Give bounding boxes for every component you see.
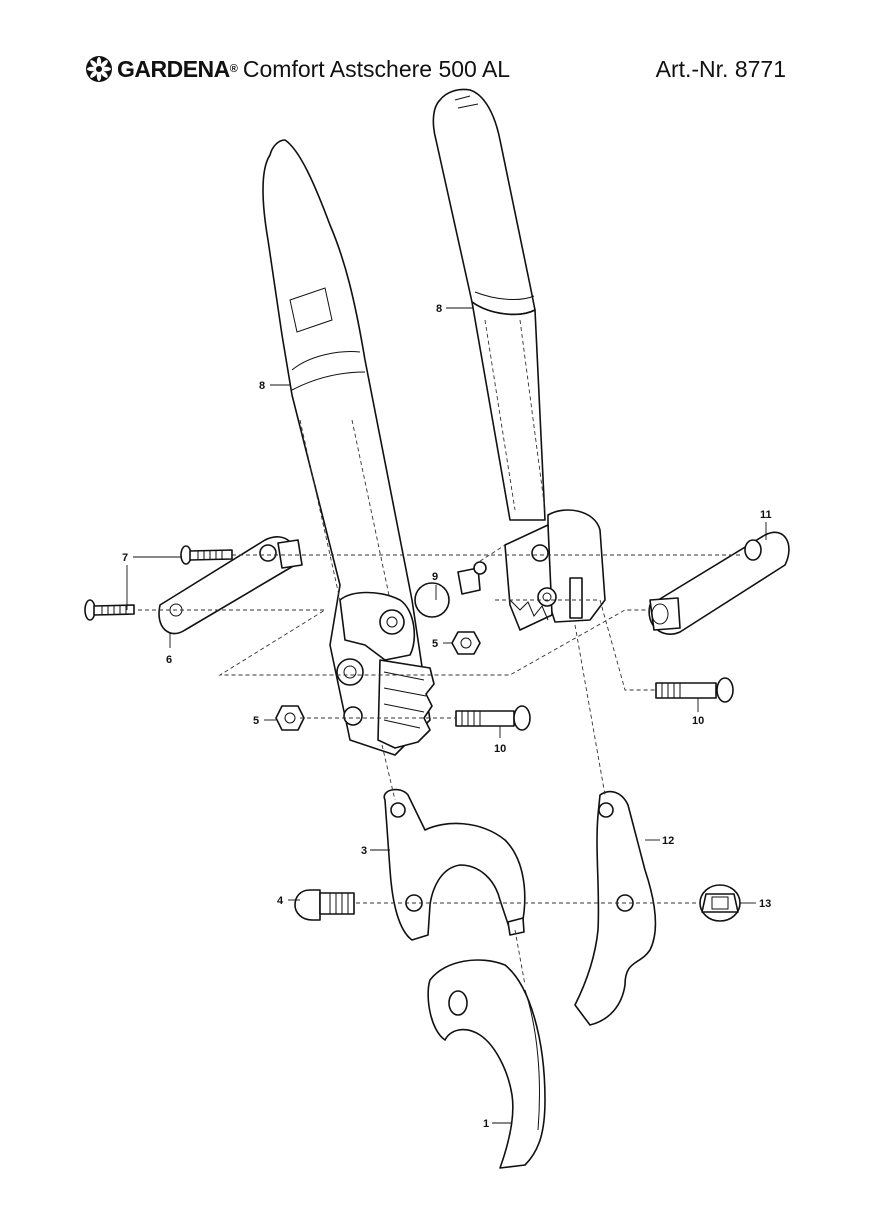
screw-7	[180, 545, 233, 565]
callout-8-right: 8	[436, 303, 442, 315]
brand: GARDENA ® Comfort Astschere 500 AL	[84, 54, 510, 84]
callout-4: 4	[277, 895, 284, 907]
callout-5-lower: 5	[253, 715, 259, 727]
bolt-10b	[655, 677, 734, 703]
anvil-blade-3	[383, 788, 526, 941]
bolt-4	[294, 889, 355, 921]
callout-10-left: 10	[494, 743, 506, 755]
nut-13	[699, 884, 741, 922]
callout-8-left: 8	[259, 380, 265, 392]
leader-lines	[126, 307, 767, 1124]
callout-9: 9	[432, 571, 438, 583]
product-title: Comfort Astschere 500 AL	[242, 55, 511, 82]
left-handle	[262, 139, 435, 756]
bolt-10a	[455, 705, 531, 731]
plate-left	[158, 536, 303, 635]
article-number: Art.-Nr. 8771	[655, 56, 786, 82]
assembly-guide-lines	[138, 544, 740, 986]
callout-7: 7	[122, 552, 128, 564]
right-handle	[432, 88, 606, 631]
callout-3: 3	[361, 845, 367, 857]
screw-6	[84, 599, 135, 621]
cutting-blade-1	[427, 959, 546, 1169]
callout-1: 1	[483, 1118, 489, 1130]
callout-11: 11	[760, 509, 772, 521]
callout-13: 13	[759, 898, 771, 910]
trademark-mark: ®	[229, 63, 238, 75]
spring-ball	[414, 561, 487, 618]
gardena-flower-logo-icon	[86, 56, 112, 82]
nut-5b	[275, 705, 305, 731]
brand-name: GARDENA	[117, 55, 230, 82]
page-header: GARDENA ® Comfort Astschere 500 AL Art.-…	[0, 0, 870, 100]
plate-right	[648, 531, 790, 635]
callout-6: 6	[166, 654, 172, 666]
hook-blade-12	[574, 790, 657, 1026]
callout-10-right: 10	[692, 715, 704, 727]
nut-5a	[451, 631, 481, 655]
callouts: 8 8 7 6 9 5 5 10 10 11 3 4 12 13 1	[122, 303, 772, 1130]
callout-5-upper: 5	[432, 638, 438, 650]
callout-12: 12	[662, 835, 674, 847]
